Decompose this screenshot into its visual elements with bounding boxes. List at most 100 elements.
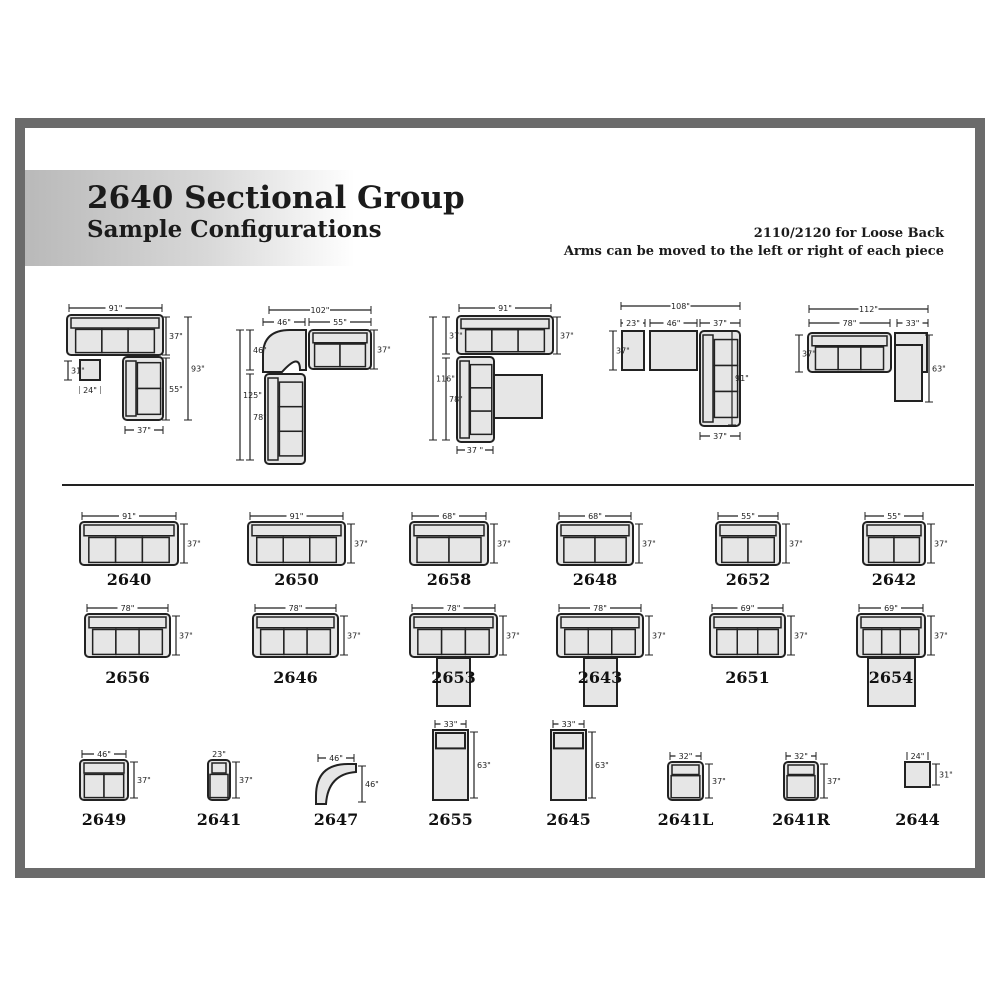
dimension-label: 46" [667,319,681,328]
piece-code: 2653 [431,668,476,687]
piece-2650-cushion [282,536,311,564]
config3-sofa-left-cushion [469,387,493,412]
dimension-label: 91" [498,304,512,313]
dimension-label: 69" [884,604,898,613]
piece-2644 [904,761,931,788]
dimension-label: 33" [562,720,576,729]
dimension-label: 78" [449,395,463,404]
piece-2641R-back [787,764,815,776]
config3-sofa-back [460,318,550,330]
piece-2643-chaise [583,657,618,707]
dimension-label: 23" [212,750,226,759]
config5-sofa-cushion [814,346,839,371]
arms-note: Arms can be moved to the left or right o… [563,244,944,259]
dimension-label: 46" [329,754,343,763]
label-bg [670,302,691,310]
label-bg [94,750,114,758]
config4-armless-chair [621,330,645,371]
dimension-label: 33" [906,319,920,328]
dimension-label: 68" [588,512,602,521]
dimension-label: 63" [932,365,946,374]
piece-code: 2641 [197,810,242,829]
loose-back-note: 2110/2120 for Loose Back [753,226,944,241]
piece-2640-cushion [114,536,144,564]
piece-2649-cushion [103,773,125,799]
label-bg [274,318,294,326]
piece-2641L-back [671,764,700,776]
piece-2646-cushion [283,628,308,656]
piece-code: 2641R [772,810,831,829]
label-bg [881,604,901,612]
piece-2640-cushion [88,536,117,564]
piece-2649-cushion [83,773,105,799]
label-bg [209,750,229,758]
config1-loveseat-cushion [136,387,162,416]
config3-sofa-left-back [459,360,470,439]
page-subtitle: Sample Configurations [87,216,382,243]
dimension-label: 37" [642,540,656,549]
piece-2652-cushion [721,536,749,564]
piece-2650-cushion [255,536,284,564]
piece-code: 2658 [427,570,472,589]
piece-2656-cushion [91,628,117,656]
dimension-label: 112" [859,305,878,314]
config1-sofa-cushion [127,328,156,354]
label-bg [590,604,610,612]
dimension-label: 46" [97,750,111,759]
piece-2641L-cushion [670,774,701,799]
piece-2650-back [251,524,342,537]
label-bg [443,604,464,612]
config3-sofa-cushion [517,328,546,353]
piece-code: 2651 [725,668,770,687]
config1-ottoman [79,359,101,381]
piece-2647 [315,763,357,805]
config2-sofa-cushion [278,430,304,457]
piece-2654-cushion [880,628,902,656]
config4-loveseat [649,330,698,371]
dimension-label: 37 " [467,446,483,455]
dimension-label: 37" [137,426,151,435]
dimension-label: 78" [253,413,267,422]
config2-sofa-cushion [278,405,304,433]
label-bg [326,754,346,762]
config1-sofa-cushion [74,328,103,354]
dimension-label: 32" [679,752,693,761]
dimension-label: 37" [802,350,816,359]
piece-2643-cushion [587,628,613,656]
label-bg [839,319,860,327]
dimension-label: 91" [122,512,136,521]
label-bg [675,752,696,760]
config2-wedge [262,329,307,373]
piece-2643-cushion [563,628,589,656]
piece-code: 2656 [105,668,150,687]
piece-2653-cushion [464,628,490,656]
dimension-label: 102" [311,306,330,315]
piece-code: 2643 [578,668,623,687]
config5-chaise [894,344,923,402]
piece-2648-cushion [594,536,627,564]
piece-2652-back [719,524,777,537]
piece-2656-cushion [138,628,164,656]
dimension-label: 125" [243,391,262,400]
label-bg [710,319,730,327]
piece-2651-cushion [736,628,759,656]
dimension-label: 37" [789,540,803,549]
dimension-label: 37" [506,632,520,641]
dimension-label: 23" [626,319,640,328]
config3-sofa-cushion [464,328,493,353]
dimension-label: 63" [595,761,609,770]
piece-code: 2647 [314,810,359,829]
dimension-label: 37" [347,632,361,641]
piece-2643-cushion [611,628,637,656]
dimension-label: 78" [289,604,303,613]
piece-2642-back [866,524,922,537]
label-bg [119,512,139,520]
dimension-label: 37" [377,346,391,355]
label-bg [440,720,461,728]
page-title: 2640 Sectional Group [87,180,465,216]
piece-2641-back [211,762,227,774]
label-bg [286,512,307,520]
label-bg [738,512,758,520]
piece-2655-back [435,732,466,750]
